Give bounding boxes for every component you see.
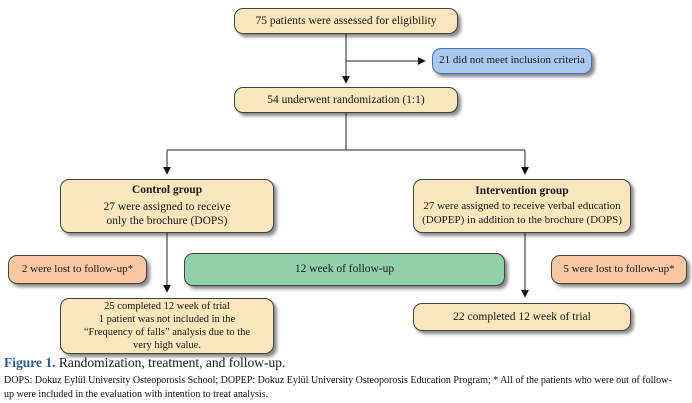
control-group-title: Control group (131, 184, 203, 197)
intervention-group-title: Intervention group (475, 185, 569, 198)
control-group-line1: 27 were assigned to receive (103, 200, 231, 213)
control-completed-box: 25 completed 12 week of trial 1 patient … (60, 298, 274, 354)
figure-caption-text: Randomization, treatment, and follow-up. (58, 355, 286, 370)
excluded-text: 21 did not meet inclusion criteria (439, 54, 585, 67)
figure-footnote-line2: up were included in the evaluation with … (4, 388, 269, 400)
figure-caption: Figure 1. Randomization, treatment, and … (4, 355, 285, 371)
intervention-completed-text: 22 completed 12 week of trial (453, 310, 591, 323)
control-completed-line3: “Frequency of falls” analysis due to the (83, 327, 251, 338)
eligibility-box: 75 patients were assessed for eligibilit… (234, 8, 458, 34)
intervention-lost-text: 5 were lost to follow-up* (563, 262, 675, 275)
control-lost-text: 2 were lost to follow-up* (21, 262, 134, 275)
randomization-text: 54 underwent randomization (1:1) (267, 93, 425, 106)
control-group-box: Control group 27 were assigned to receiv… (60, 179, 274, 233)
control-lost-box: 2 were lost to follow-up* (8, 255, 147, 284)
figure-footnote: DOPS: Dokuz Eylül University Osteoporosi… (4, 374, 690, 401)
control-group-line2: only the brochure (DOPS) (106, 215, 228, 228)
excluded-box: 21 did not meet inclusion criteria (432, 48, 592, 74)
figure-footnote-line1: DOPS: Dokuz Eylül University Osteoporosi… (4, 375, 672, 386)
control-completed-line2: 1 patient was not included in the (98, 313, 236, 325)
intervention-group-line1: 27 were assigned to receive verbal educa… (423, 200, 621, 213)
followup-period-text: 12 week of follow-up (294, 263, 395, 276)
eligibility-text: 75 patients were assessed for eligibilit… (255, 14, 437, 27)
control-completed-line4: very high value. (133, 340, 201, 352)
intervention-completed-box: 22 completed 12 week of trial (413, 303, 631, 331)
intervention-lost-box: 5 were lost to follow-up* (551, 255, 687, 284)
figure-caption-label: Figure 1. (4, 355, 56, 370)
intervention-group-line2: (DOPEP) in addition to the brochure (DOP… (422, 214, 622, 227)
randomization-box: 54 underwent randomization (1:1) (234, 87, 458, 113)
control-completed-line1: 25 completed 12 week of trial (104, 300, 230, 312)
followup-period-box: 12 week of follow-up (184, 253, 505, 286)
intervention-group-box: Intervention group 27 were assigned to r… (413, 179, 631, 233)
